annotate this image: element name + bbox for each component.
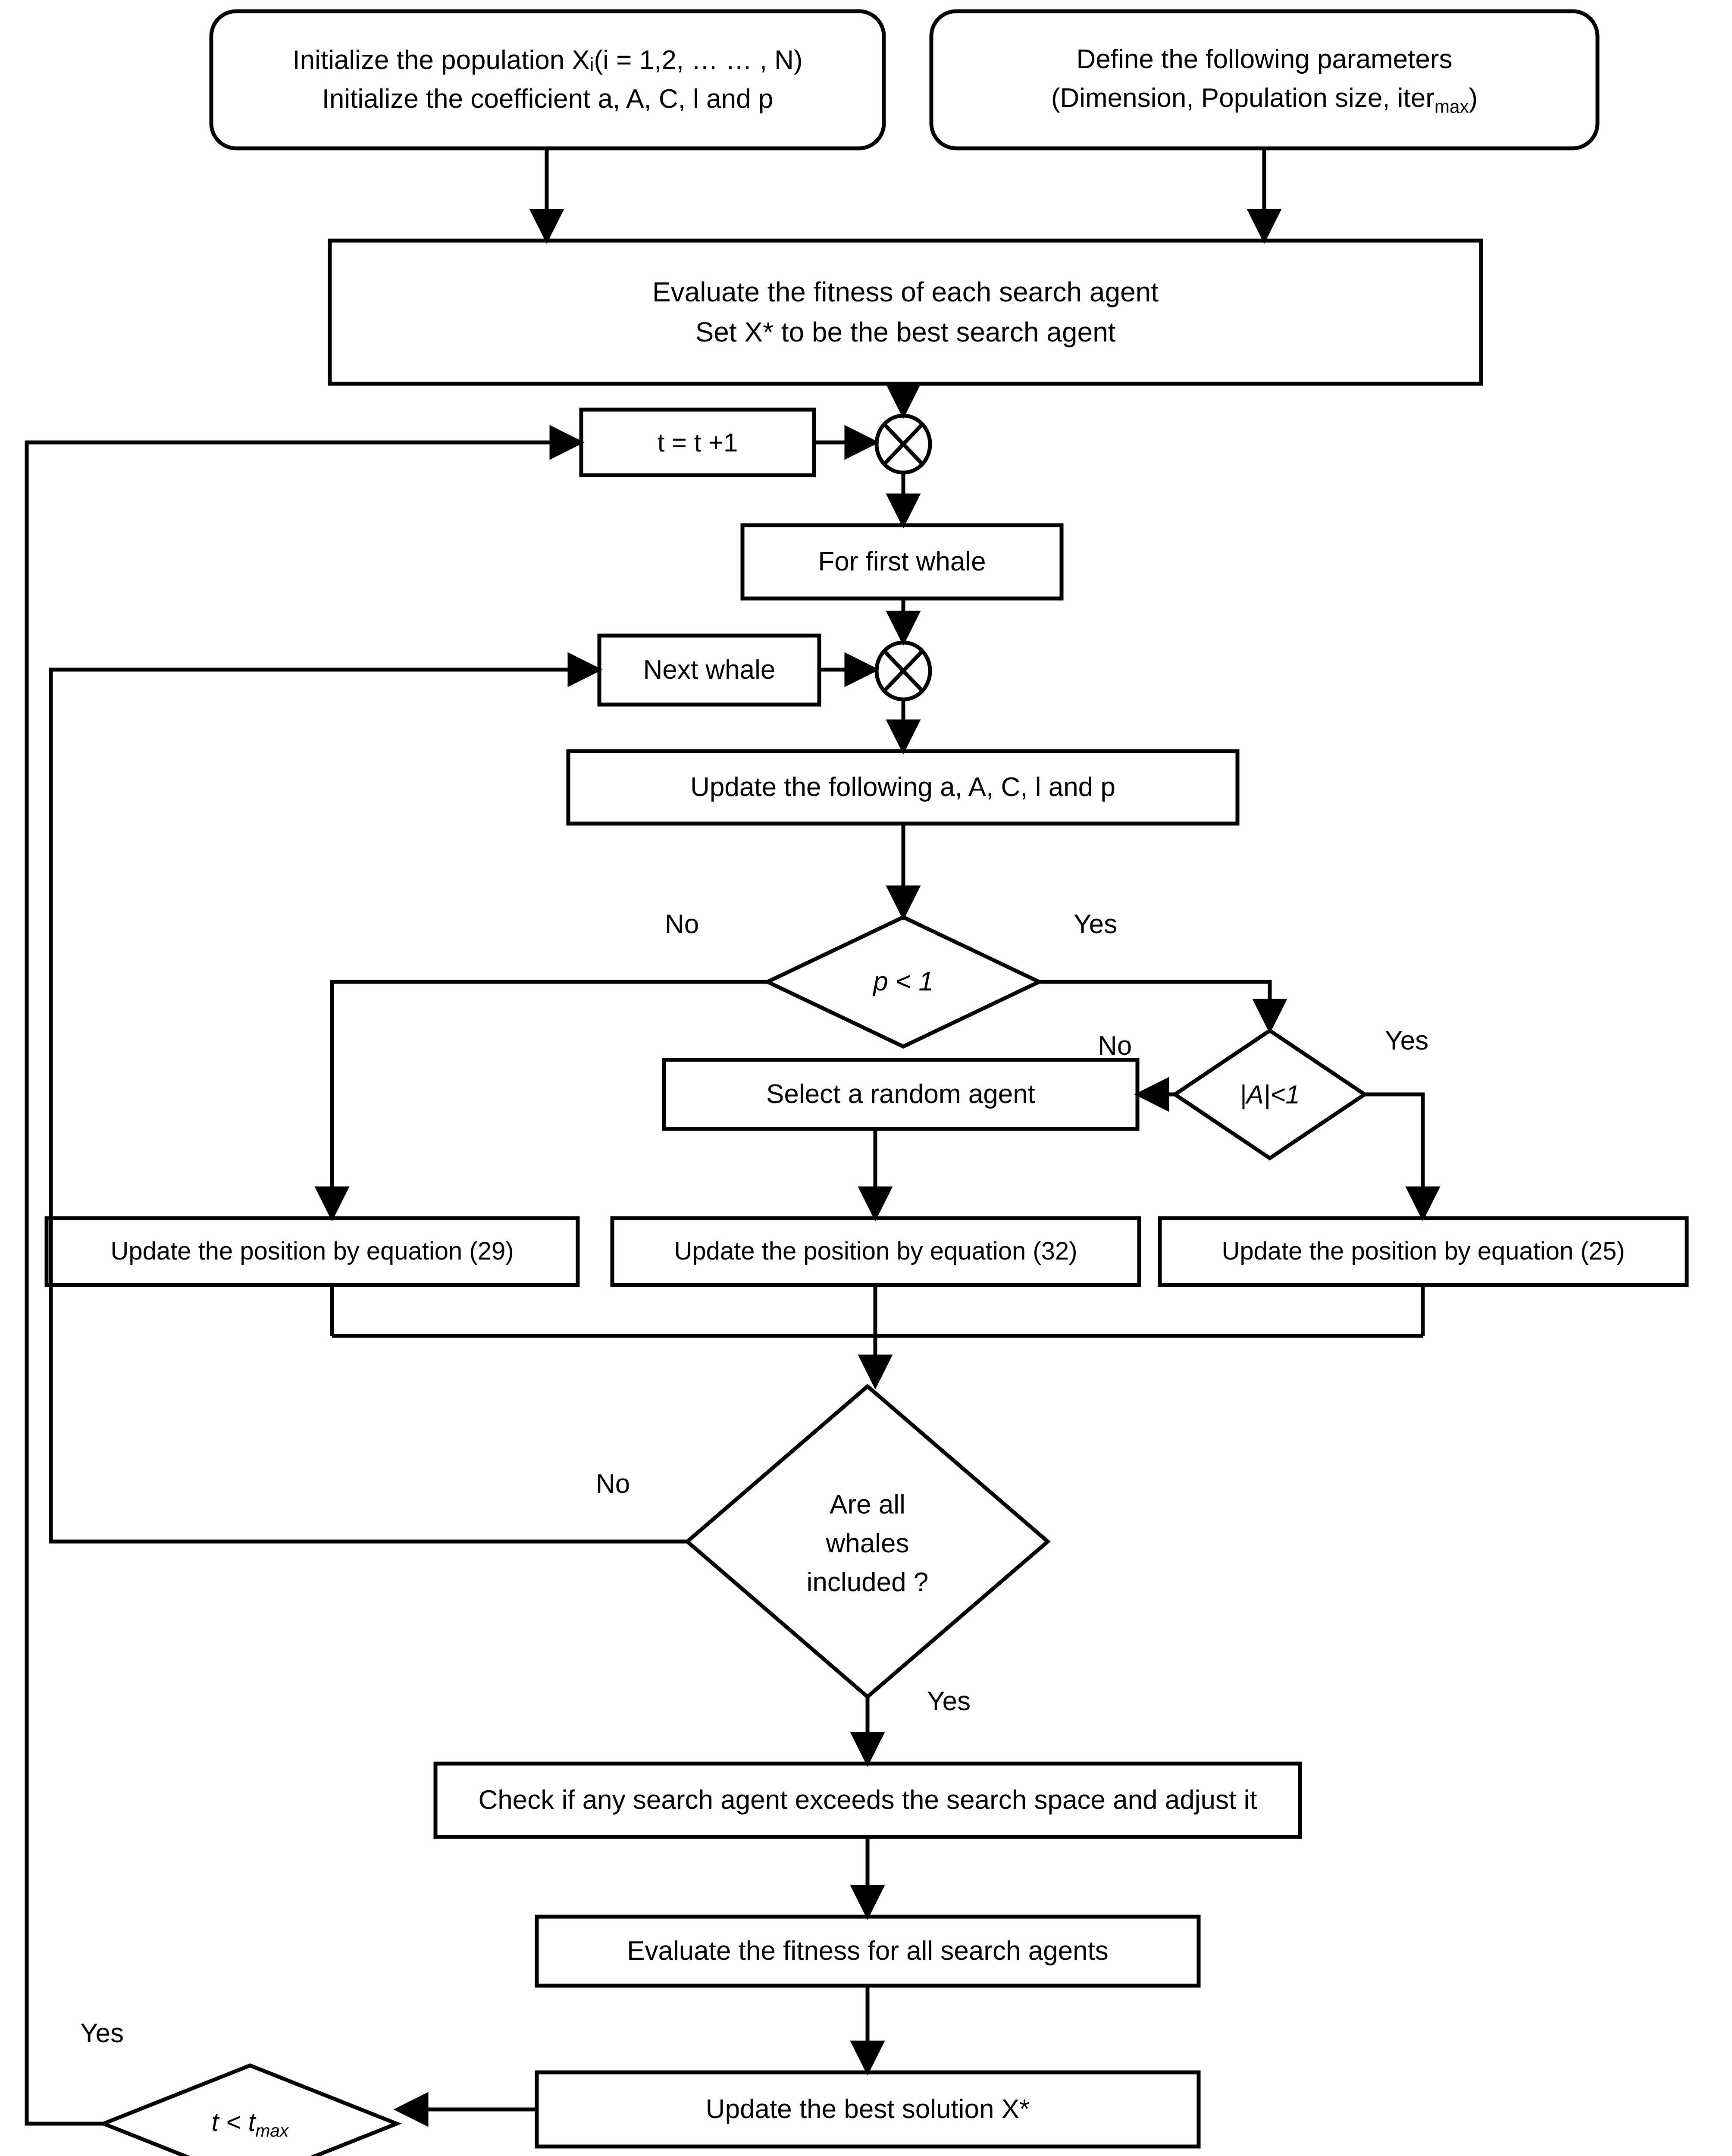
edge-decisionp-yes-to-absA (1039, 980, 1287, 1034)
edge-label-absA-yes: Yes (1385, 1026, 1429, 1056)
node-for-first-whale (740, 523, 1064, 601)
node-decision-t (98, 2063, 402, 2156)
node-t-increment (579, 407, 816, 477)
merge-bus (330, 1285, 1425, 1338)
node-define-parameters (929, 9, 1600, 150)
edge-allwhales-no-loopback (49, 652, 687, 1544)
connectors (25, 148, 1441, 2127)
node-update-best (535, 2070, 1201, 2149)
node-update-coefficients (566, 749, 1240, 826)
edge-label-whales-yes: Yes (927, 1686, 971, 1716)
node-decision-absA (1171, 1028, 1369, 1161)
edge-label-whales-no: No (596, 1469, 630, 1499)
node-update-eq29 (44, 1216, 580, 1287)
node-junction-whale (874, 640, 932, 702)
node-evaluate-fitness (328, 238, 1483, 386)
node-update-eq25 (1158, 1216, 1689, 1287)
edge-label-p-yes: Yes (1074, 909, 1118, 939)
node-junction-t (874, 414, 932, 475)
node-init-population (209, 9, 886, 150)
node-decision-all-whales (684, 1384, 1051, 1699)
edge-decisionp-no-to-eq29 (314, 980, 767, 1222)
edge-absA-yes-to-eq25 (1365, 1092, 1441, 1222)
node-check-bounds (433, 1761, 1302, 1839)
node-next-whale (597, 633, 821, 707)
edge-label-absA-no: No (1098, 1031, 1132, 1061)
node-decision-p (763, 915, 1044, 1049)
edge-decisiont-yes-loopback (25, 425, 585, 2126)
edge-label-t-yes: Yes (80, 2018, 124, 2048)
node-evaluate-all (535, 1915, 1201, 1988)
node-update-eq32 (610, 1216, 1141, 1287)
node-select-random-agent (662, 1058, 1140, 1131)
edge-label-p-no: No (665, 909, 699, 939)
